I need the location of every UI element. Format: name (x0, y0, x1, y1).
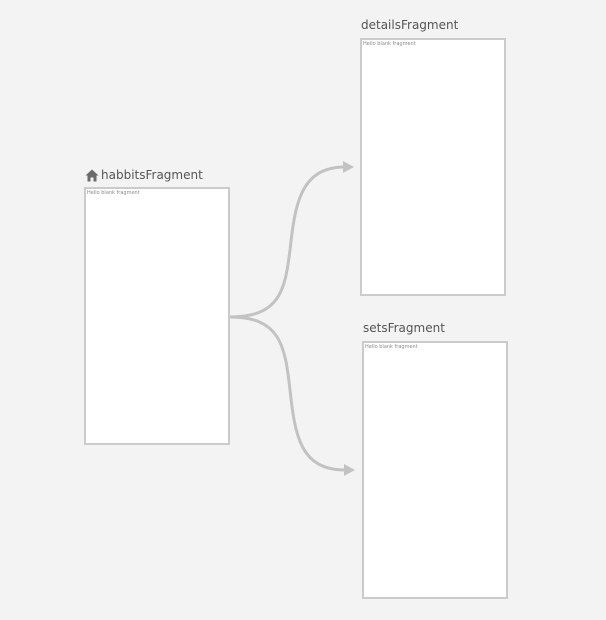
habbits-fragment-title[interactable]: habbitsFragment (85, 167, 203, 183)
arrowhead-details (343, 161, 354, 173)
home-icon (85, 169, 99, 181)
habbits-fragment-preview-text: Hello blank fragment (87, 190, 140, 196)
sets-fragment-preview-text: Hello blank fragment (365, 344, 418, 350)
details-fragment-label: detailsFragment (361, 18, 459, 32)
action-arrow-to-details[interactable] (228, 165, 347, 319)
action-arrow-to-sets[interactable] (228, 315, 347, 472)
details-fragment-preview-text: Hello blank fragment (363, 41, 416, 47)
sets-fragment-frame[interactable]: Hello blank fragment (362, 341, 508, 599)
arrowhead-sets (344, 464, 355, 476)
habbits-fragment-label: habbitsFragment (101, 168, 203, 182)
details-fragment-title[interactable]: detailsFragment (361, 17, 458, 33)
sets-fragment-title[interactable]: setsFragment (363, 320, 445, 336)
habbits-fragment-frame[interactable]: Hello blank fragment (84, 187, 230, 445)
sets-fragment-label: setsFragment (363, 321, 445, 335)
details-fragment-frame[interactable]: Hello blank fragment (360, 38, 506, 296)
